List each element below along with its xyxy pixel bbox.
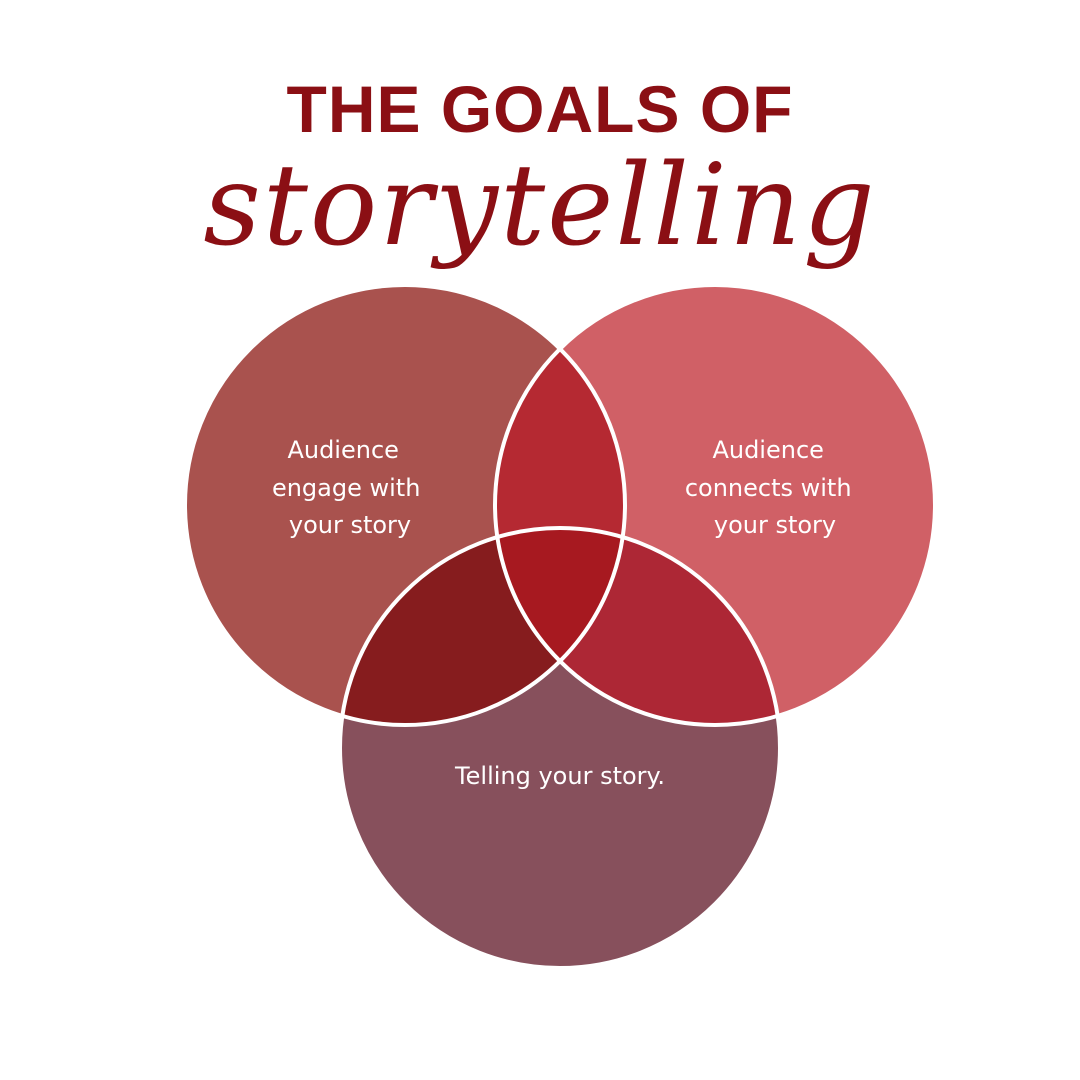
title-script-word: storytelling: [203, 141, 877, 271]
venn-label-bottom: Telling your story.: [454, 762, 665, 790]
venn-label-left-line: your story: [289, 511, 411, 539]
venn-label-right: Audience connects with your story: [685, 436, 859, 539]
venn-label-bottom-line: Telling your story.: [454, 762, 665, 790]
venn-label-left: Audience engage with your story: [272, 436, 428, 539]
venn-outlines: [183, 283, 937, 970]
venn-label-right-line: Audience: [712, 436, 823, 464]
title-heading: THE GOALS OF: [286, 72, 794, 146]
venn-overlap-right-bottom: [495, 528, 780, 725]
venn-label-left-line: Audience: [287, 436, 398, 464]
venn-overlap-left-bottom: [340, 528, 625, 725]
venn-label-right-line: connects with: [685, 474, 852, 502]
venn-label-right-line: your story: [714, 511, 836, 539]
venn-label-left-line: engage with: [272, 474, 420, 502]
